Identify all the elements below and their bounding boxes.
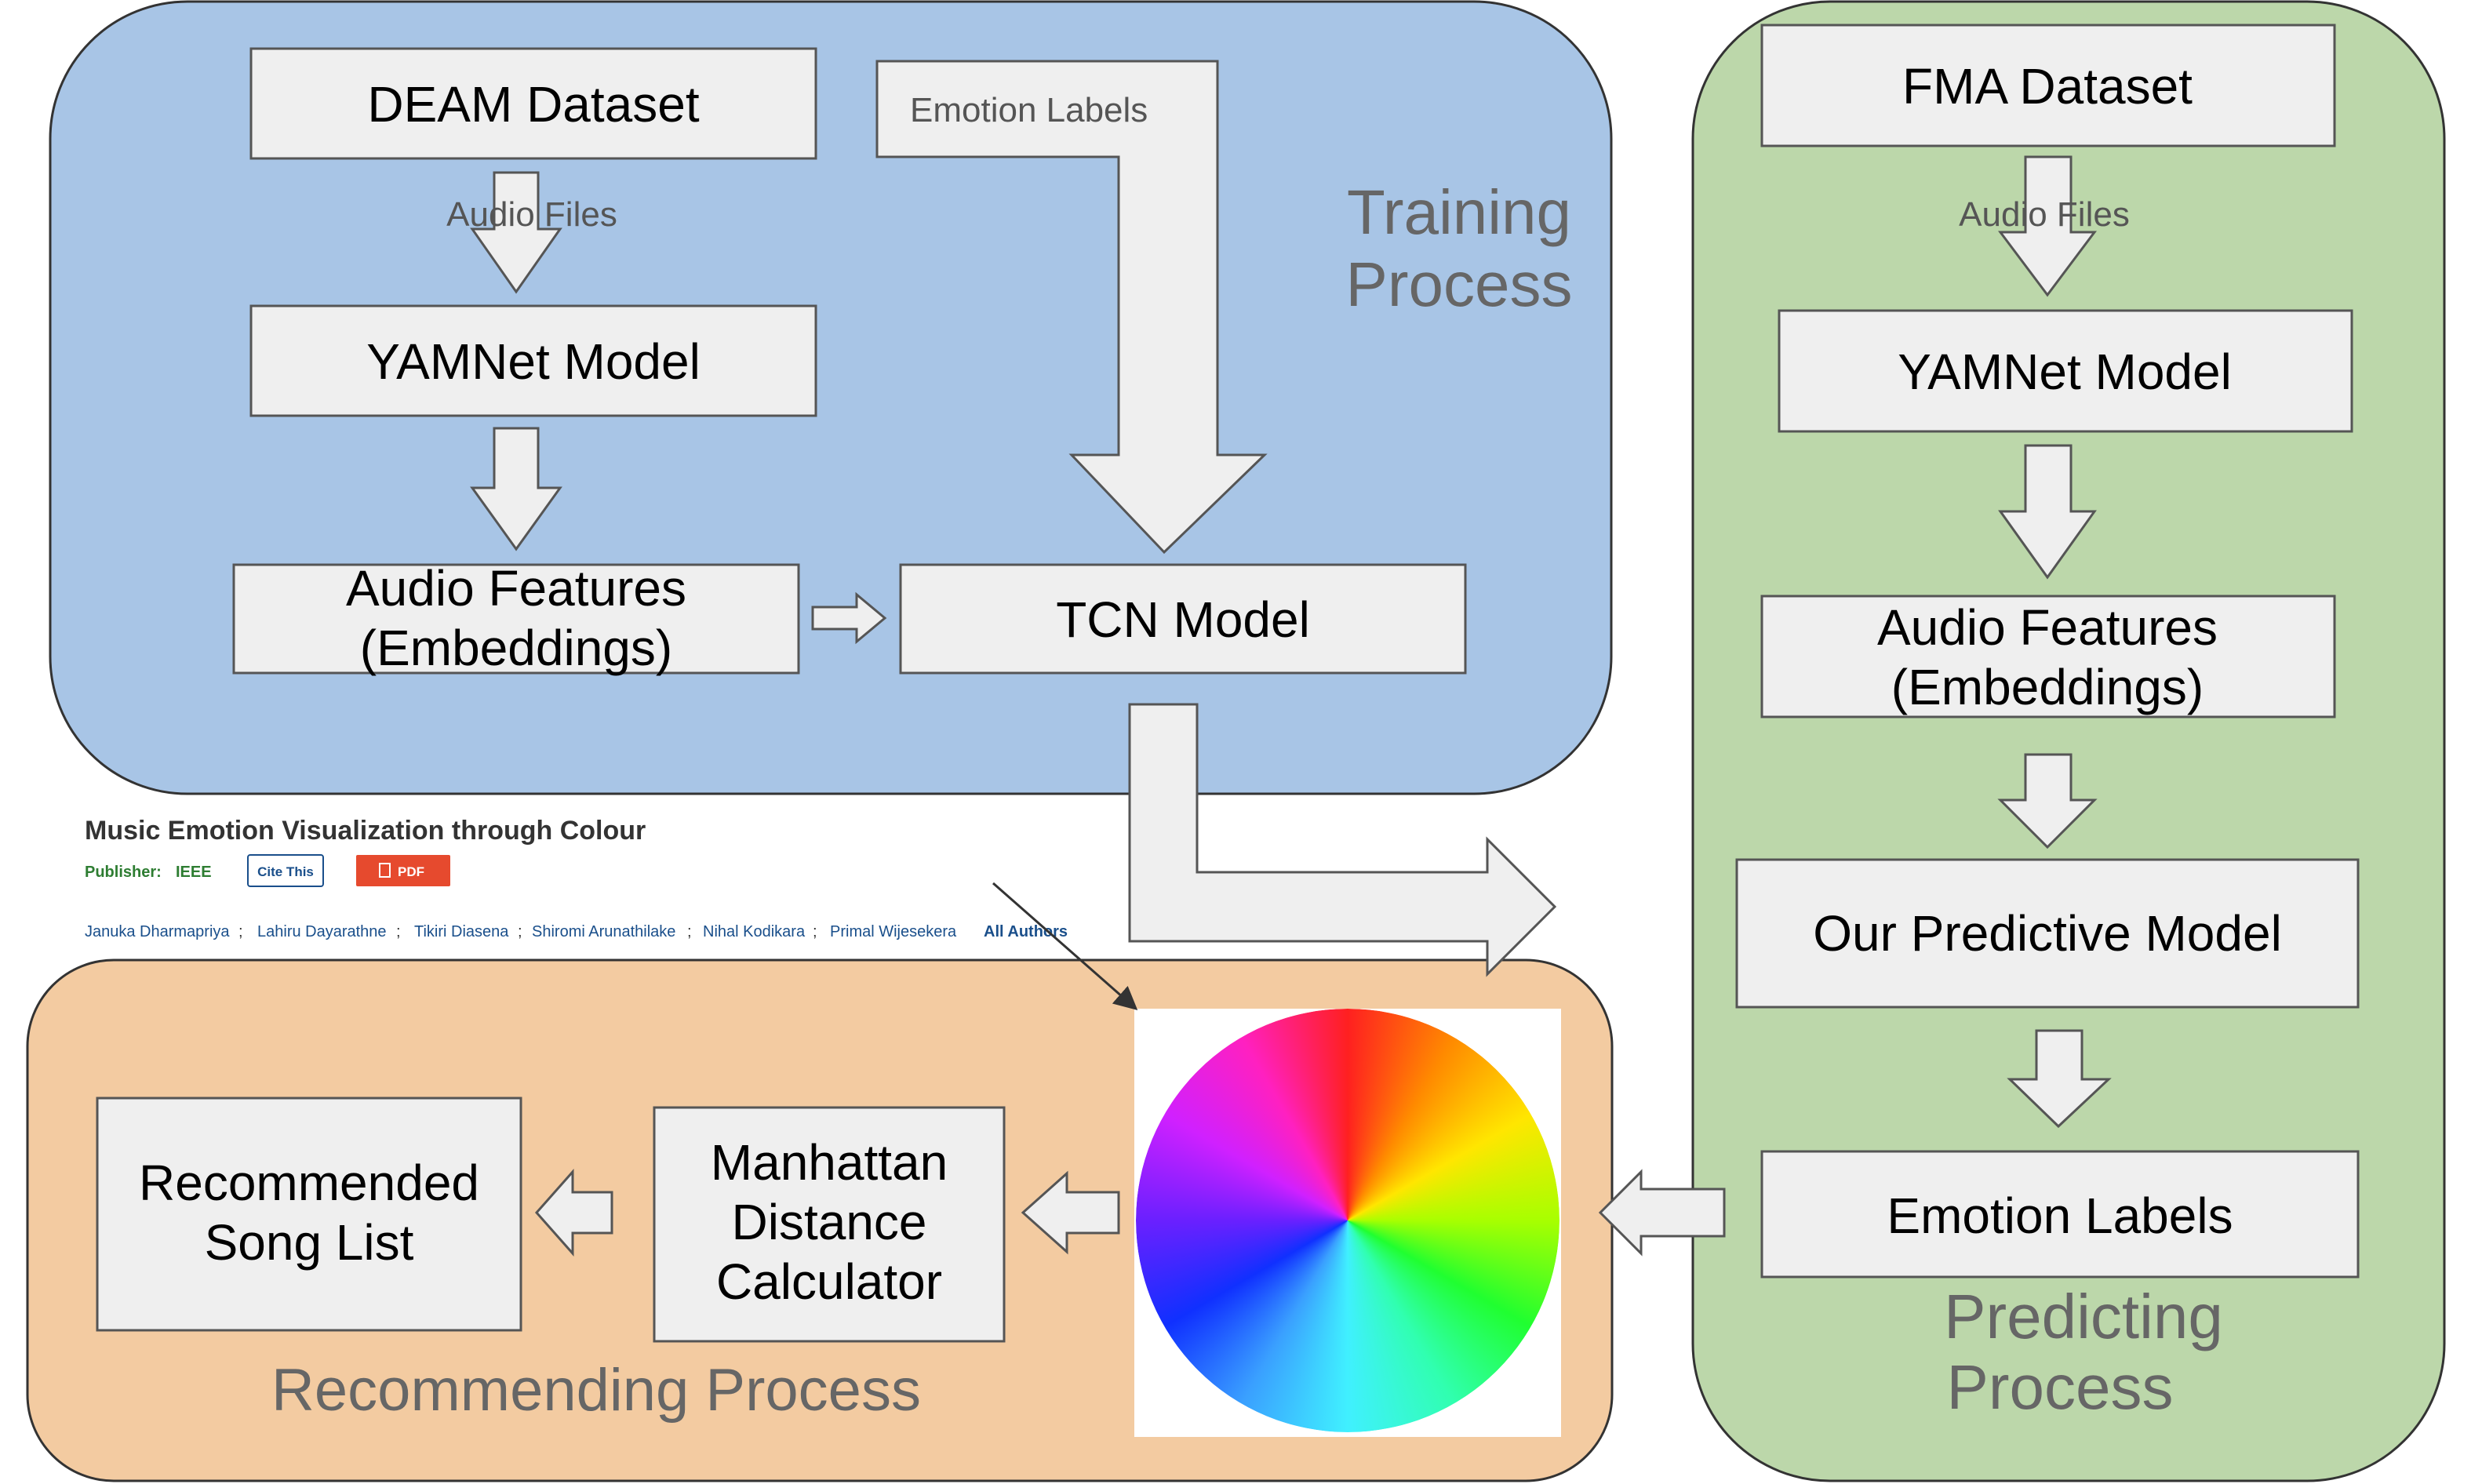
training-down-arrow-2: [470, 427, 562, 551]
tcn-model-label: TCN Model: [1056, 591, 1310, 648]
training-yamnet-box: [249, 304, 817, 417]
training-down-arrow-1: [470, 171, 562, 294]
svg-text:;: ;: [238, 923, 243, 940]
deam-dataset-box: [249, 47, 817, 160]
training-process-title-line2: Process: [1346, 249, 1573, 319]
features-to-tcn-arrow: [811, 591, 887, 645]
training-audio-features-line2: (Embeddings): [360, 620, 672, 676]
author-link[interactable]: Januka Dharmapriya: [85, 923, 230, 940]
recommending-process-title: Recommending Process: [271, 1357, 921, 1424]
tcn-model-box: [899, 563, 1467, 675]
predicting-process-title-line1: Predicting: [1944, 1282, 2223, 1351]
author-list: Januka Dharmapriya ; Lahiru Dayarathne ;…: [85, 923, 1068, 940]
predictive-model-box: [1735, 858, 2360, 1009]
svg-text:;: ;: [813, 923, 817, 940]
color-wheel-image: [1136, 1009, 1559, 1432]
manhattan-to-list-arrow: [534, 1169, 613, 1257]
pdf-button[interactable]: PDF: [356, 855, 450, 886]
svg-text:;: ;: [687, 923, 692, 940]
paper-pointer-arrow: [992, 882, 1138, 1010]
training-audio-features-box: [232, 563, 800, 675]
predicting-audio-files-label: Audio Files: [1959, 195, 2130, 234]
author-link[interactable]: Shiromi Arunathilake: [532, 923, 675, 940]
predicting-audio-features-line1: Audio Features: [1877, 599, 2218, 656]
training-audio-files-label: Audio Files: [446, 195, 617, 234]
predicting-yamnet-label: YAMNet Model: [1898, 344, 2232, 400]
training-audio-features-line1: Audio Features: [346, 560, 686, 617]
author-link[interactable]: Primal Wijesekera: [830, 923, 957, 940]
predicting-emotion-labels-label: Emotion Labels: [1887, 1188, 2233, 1244]
recommended-line2: Song List: [205, 1214, 414, 1271]
recommended-song-list-box: [96, 1097, 522, 1332]
emotion-labels-arrow: [875, 60, 1268, 555]
tcn-to-predictive-arrow: [1128, 703, 1557, 977]
cite-this-label: Cite This: [257, 864, 314, 879]
publisher-name: IEEE: [176, 864, 212, 881]
predictive-model-label: Our Predictive Model: [1813, 905, 2282, 962]
predicting-down-arrow-4: [2007, 1029, 2112, 1129]
pdf-file-icon: [379, 863, 391, 878]
svg-text:;: ;: [518, 923, 522, 940]
predicting-yamnet-box: [1778, 309, 2353, 433]
manhattan-line2: Distance: [732, 1194, 927, 1250]
predicting-down-arrow-1: [1998, 155, 2097, 297]
predicting-process-title-line2: Process: [1947, 1352, 2174, 1422]
wheel-to-manhattan-arrow: [1021, 1170, 1120, 1255]
recommended-line1: Recommended: [139, 1155, 479, 1211]
training-yamnet-label: YAMNet Model: [366, 333, 701, 390]
predicting-audio-features-box: [1760, 595, 2336, 718]
pdf-label: PDF: [398, 864, 424, 879]
author-link[interactable]: Lahiru Dayarathne: [257, 923, 387, 940]
emotion-labels-to-wheel-arrow: [1598, 1169, 1726, 1257]
author-link[interactable]: Tikiri Diasena: [414, 923, 509, 940]
deam-dataset-label: DEAM Dataset: [367, 76, 699, 133]
fma-dataset-box: [1760, 24, 2336, 147]
manhattan-line3: Calculator: [716, 1253, 942, 1310]
publisher-label: Publisher:: [85, 864, 162, 881]
author-link[interactable]: Nihal Kodikara: [703, 923, 806, 940]
predicting-audio-features-line2: (Embeddings): [1891, 659, 2204, 715]
fma-dataset-label: FMA Dataset: [1902, 58, 2193, 115]
paper-title: Music Emotion Visualization through Colo…: [85, 816, 646, 846]
predicting-emotion-labels-box: [1760, 1150, 2360, 1278]
cite-this-button[interactable]: Cite This: [247, 854, 324, 887]
all-authors-link[interactable]: All Authors: [984, 923, 1068, 940]
svg-text:;: ;: [396, 923, 401, 940]
predicting-down-arrow-2: [1998, 444, 2097, 580]
manhattan-line1: Manhattan: [711, 1134, 948, 1191]
training-process-title-line1: Training: [1347, 177, 1571, 247]
training-emotion-labels-text: Emotion Labels: [910, 91, 1148, 129]
predicting-down-arrow-3: [1997, 753, 2098, 849]
manhattan-distance-box: [653, 1106, 1006, 1343]
